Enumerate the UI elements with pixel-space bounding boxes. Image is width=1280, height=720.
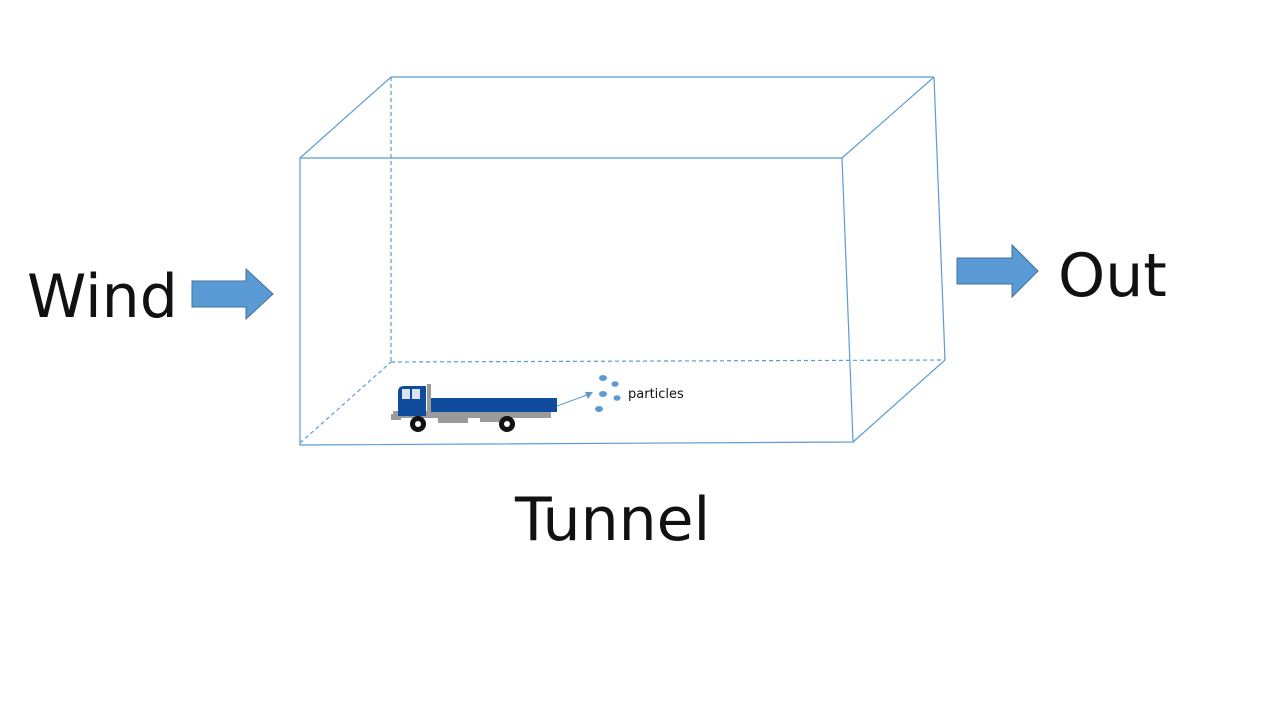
truck-cargo-bed: [430, 398, 557, 412]
particles-label: particles: [628, 387, 684, 402]
tunnel-back-bottom-edge: [390, 359, 946, 363]
truck-window-divider: [410, 389, 412, 399]
truck-bumper: [391, 414, 401, 420]
particle: [599, 375, 607, 381]
truck-rear-wheel: [499, 416, 515, 432]
truck-rear-axle-box: [480, 417, 506, 422]
particle: [611, 381, 619, 387]
particle: [595, 406, 603, 412]
wind-label: Wind: [27, 262, 178, 332]
truck-chassis: [393, 411, 551, 418]
emission-pointer: [556, 392, 593, 407]
truck-exhaust-stack: [427, 384, 431, 412]
tunnel-bottom-left-depth-edge: [299, 361, 392, 444]
tunnel-label: Tunnel: [514, 485, 710, 555]
truck-front-wheel: [410, 416, 426, 432]
out-label: Out: [1058, 241, 1167, 311]
tunnel-back-right-edge: [933, 76, 946, 361]
truck-icon: [391, 384, 557, 432]
tunnel-top-right-depth-edge: [841, 76, 935, 159]
particle: [599, 391, 607, 397]
tunnel-bottom-right-depth-edge: [852, 359, 946, 443]
tunnel-front-face: [299, 157, 854, 446]
particle: [613, 395, 621, 401]
truck-fuel-tank: [438, 417, 468, 423]
out-outlet-arrow-icon: [956, 243, 1039, 299]
tunnel-box: [299, 76, 946, 446]
particle-dots-icon: [595, 375, 621, 412]
tunnel-top-left-depth-edge: [299, 76, 392, 159]
wind-inlet-arrow-icon: [191, 267, 274, 321]
